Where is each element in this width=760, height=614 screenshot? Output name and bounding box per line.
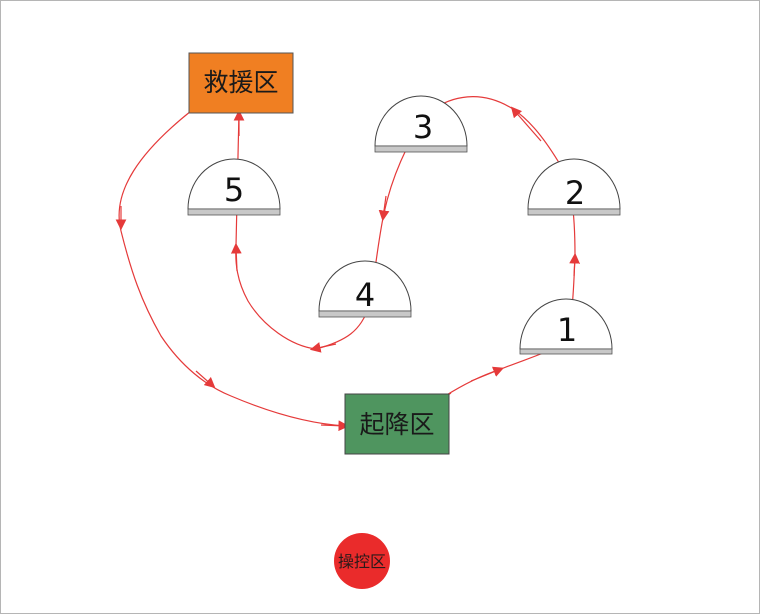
dome-1-arch	[519, 298, 613, 350]
takeoff-zone-box	[344, 393, 450, 455]
dome-3: 3	[374, 95, 468, 153]
dome-2-label: 2	[565, 174, 585, 212]
route-segment-rescue-to-takeoff	[118, 110, 347, 427]
rescue-zone: 救援区	[188, 52, 294, 114]
dome-3-arch	[374, 95, 468, 147]
dome-3-label: 3	[413, 108, 433, 146]
dome-1-label: 1	[557, 311, 577, 349]
dome-4-base	[318, 310, 412, 318]
route-arrow-6	[230, 242, 242, 272]
dome-1: 1	[519, 298, 613, 355]
takeoff-zone-label: 起降区	[359, 410, 434, 439]
route-arrow-9	[195, 370, 216, 389]
dome-3-base	[374, 145, 468, 153]
dome-5: 5	[187, 158, 281, 216]
control-zone-circle	[334, 533, 390, 589]
takeoff-landing-zone: 起降区	[344, 393, 450, 455]
dome-4: 4	[318, 260, 412, 318]
flight-route	[115, 95, 581, 432]
control-zone: 操控区	[334, 533, 390, 589]
dome-5-arch	[187, 158, 281, 210]
dome-4-arch	[318, 260, 412, 312]
route-arrow-2	[569, 252, 581, 277]
dome-4-label: 4	[355, 276, 375, 314]
control-zone-label: 操控区	[338, 552, 386, 571]
route-segment-3-to-4	[315, 110, 432, 350]
route-arrow-3	[510, 106, 542, 142]
route-arrow-10	[320, 420, 350, 432]
route-arrow-1	[470, 366, 505, 382]
dome-2-base	[527, 208, 621, 216]
dome-5-base	[187, 208, 281, 216]
route-arrow-4	[378, 195, 390, 222]
dome-5-label: 5	[224, 171, 244, 209]
rescue-zone-label: 救援区	[203, 68, 278, 97]
dome-2-arch	[527, 158, 621, 210]
rescue-zone-box	[188, 52, 294, 114]
route-segment-4-to-5	[235, 110, 317, 350]
dome-2: 2	[527, 158, 621, 216]
route-arrow-5	[309, 342, 337, 353]
dome-1-base	[519, 348, 613, 355]
